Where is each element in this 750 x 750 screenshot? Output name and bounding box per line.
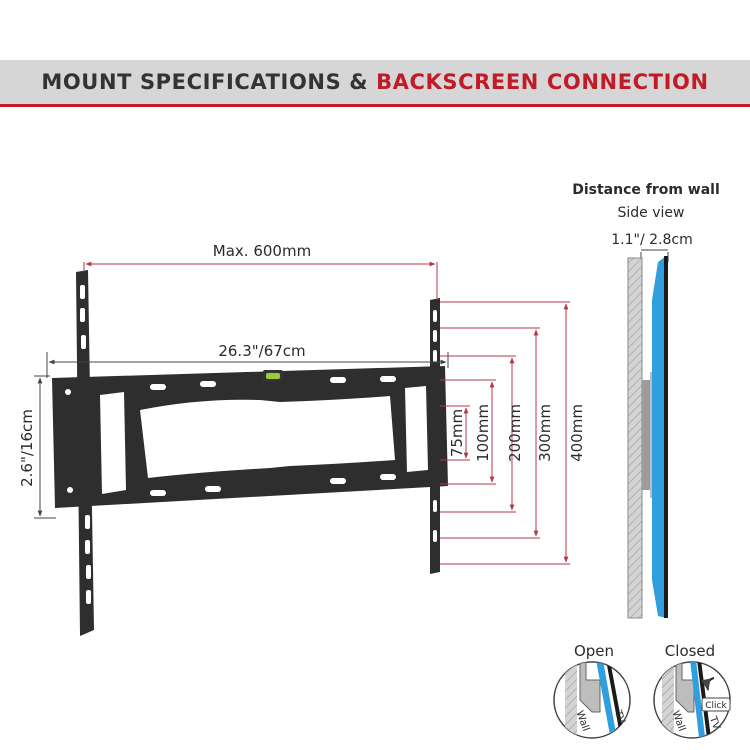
side-view-subtitle: Side view	[618, 205, 685, 221]
click-label: Click	[705, 701, 727, 711]
open-state-circle: Wall TV	[553, 661, 631, 739]
wall-bracket	[52, 270, 448, 636]
title-part-2: BACKSCREEN CONNECTION	[376, 70, 709, 94]
vesa-400-label: 400mm	[568, 404, 586, 462]
page-title: MOUNT SPECIFICATIONS & BACKSCREEN CONNEC…	[41, 70, 708, 94]
distance-label: 1.1"/ 2.8cm	[611, 232, 692, 248]
open-label: Open	[574, 642, 614, 660]
bracket-height-label: 2.6"/16cm	[18, 409, 36, 487]
vesa-200-label: 200mm	[506, 404, 524, 462]
bracket-width-label: 26.3"/67cm	[218, 342, 305, 360]
side-view-diagram	[627, 249, 669, 619]
closed-state-circle: Click Wall TV	[653, 661, 731, 739]
closed-tv-label: TV	[707, 714, 722, 731]
plate-cutout	[140, 396, 395, 478]
tv-back-panel	[652, 256, 666, 618]
vesa-300-label: 300mm	[536, 404, 554, 462]
dimension-lines	[34, 261, 570, 565]
click-badge	[701, 697, 731, 712]
wall-section	[627, 257, 643, 619]
max-width-label: Max. 600mm	[213, 242, 311, 260]
header-bar: MOUNT SPECIFICATIONS & BACKSCREEN CONNEC…	[0, 60, 750, 104]
tv-screen-edge	[664, 256, 668, 618]
vesa-100-label: 100mm	[474, 404, 492, 462]
title-part-1: MOUNT SPECIFICATIONS &	[41, 70, 377, 94]
closed-label: Closed	[665, 642, 715, 660]
open-tv-label: TV	[612, 708, 627, 725]
header-underline	[0, 104, 750, 107]
click-arrow-icon	[701, 677, 715, 692]
vesa-75-label: 75mm	[448, 409, 466, 457]
side-view-title: Distance from wall	[572, 182, 720, 198]
